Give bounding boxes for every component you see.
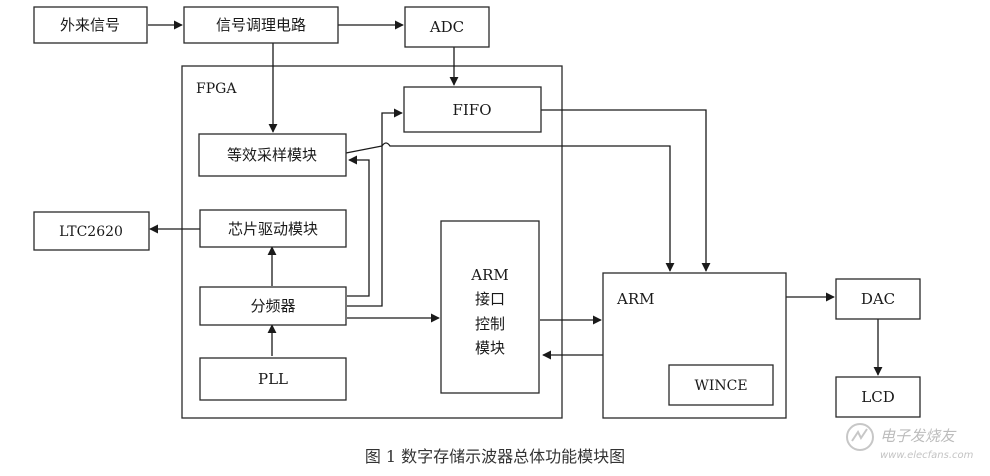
block-signal-conditioning: 信号调理电路: [183, 6, 339, 44]
arm-interface-line-1: ARM: [470, 266, 509, 284]
block-fifo: FIFO: [403, 86, 542, 133]
figure-caption: 图 1 数字存储示波器总体功能模块图: [365, 447, 625, 466]
block-external-signal: 外来信号: [33, 6, 148, 44]
watermark-text: 电子发烧友: [880, 427, 957, 445]
block-arm-interface: ARM 接口 控制 模块: [440, 220, 540, 394]
watermark-logo-icon: [846, 423, 874, 451]
block-wince: [668, 364, 774, 406]
divider-label: 分频器: [250, 297, 295, 315]
block-chip-driver: 芯片驱动模块: [199, 209, 347, 248]
block-divider: 分频器: [199, 286, 347, 326]
external-signal-label: 外来信号: [60, 16, 120, 34]
arm-label: ARM: [616, 290, 655, 308]
fpga-label: FPGA: [196, 81, 237, 97]
wire-fifo-to-arm-1: [541, 109, 711, 272]
wince-label: WINCE: [694, 378, 747, 394]
block-ltc2620: LTC2620: [33, 211, 150, 251]
watermark: 电子发烧友 www.elecfans.com: [846, 423, 974, 461]
connections: [148, 20, 883, 376]
block-dac: DAC: [835, 278, 921, 320]
dac-label: DAC: [861, 290, 895, 308]
arm-interface-line-2: 接口: [475, 290, 505, 308]
block-arm: ARM WINCE: [602, 272, 787, 419]
ltc2620-label: LTC2620: [59, 224, 123, 240]
chip-driver-label: 芯片驱动模块: [228, 220, 318, 238]
lcd-label: LCD: [861, 388, 894, 406]
fifo-label: FIFO: [452, 101, 491, 119]
equivalent-sampling-label: 等效采样模块: [227, 146, 317, 164]
arm-interface-line-3: 控制: [475, 315, 505, 333]
block-lcd: LCD: [835, 376, 921, 418]
arm-interface-line-4: 模块: [475, 339, 505, 357]
watermark-url: www.elecfans.com: [880, 450, 974, 461]
signal-conditioning-label: 信号调理电路: [216, 16, 306, 34]
block-equivalent-sampling: 等效采样模块: [198, 133, 347, 177]
wire-divider-to-sampling: [347, 155, 370, 297]
block-adc: ADC: [404, 6, 490, 48]
pll-label: PLL: [258, 370, 288, 388]
adc-label: ADC: [429, 18, 464, 36]
block-pll: PLL: [199, 357, 347, 401]
wire-divider-to-fifo: [347, 108, 403, 307]
